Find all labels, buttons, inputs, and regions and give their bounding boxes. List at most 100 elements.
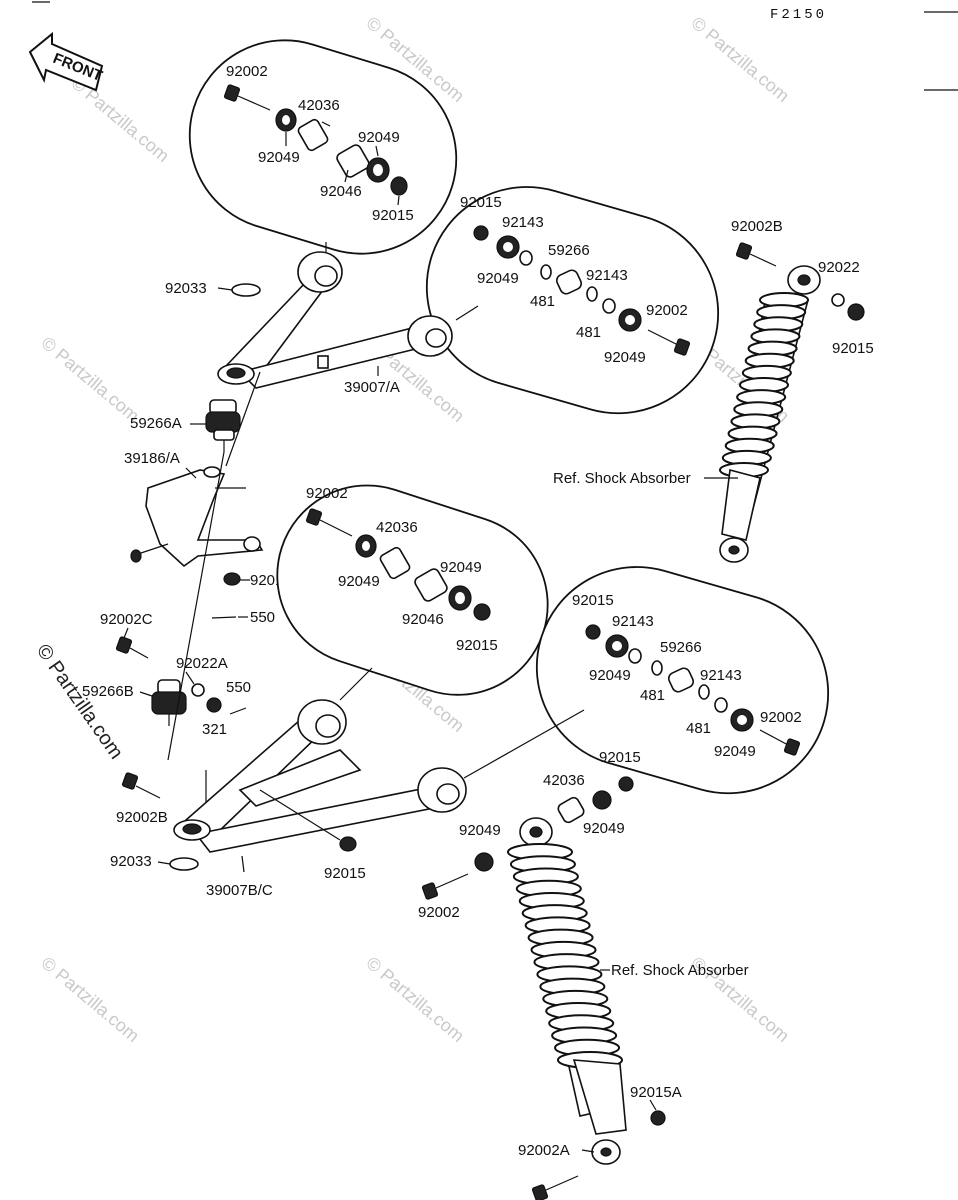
watermark: © Partzilla.com — [37, 333, 143, 426]
nut-icon — [650, 1110, 666, 1126]
nut-icon — [339, 836, 357, 852]
part-label: 92015A — [630, 1084, 682, 1101]
part-label: 92002 — [226, 63, 268, 80]
part-label: 92049 — [459, 822, 501, 839]
circlip-icon — [540, 264, 552, 280]
part-label: 550 — [226, 679, 251, 696]
part-label: 92143 — [586, 267, 628, 284]
cotter-pin-icon — [211, 616, 237, 619]
bolt-icon — [647, 329, 691, 356]
part-label: 92033 — [110, 853, 152, 870]
bolt-icon — [531, 1175, 579, 1200]
part-label: 481 — [640, 687, 665, 704]
part-label: 321 — [202, 721, 227, 738]
part-label: 92049 — [604, 349, 646, 366]
circlip-icon — [586, 286, 598, 302]
nut-icon — [223, 572, 241, 586]
washer-icon — [602, 298, 616, 314]
circlip-icon — [231, 283, 261, 297]
part-label: 92015 — [324, 865, 366, 882]
circlip-icon — [698, 684, 710, 700]
collar-icon — [336, 144, 370, 178]
part-label: 92143 — [700, 667, 742, 684]
steering-knuckle-icon — [130, 466, 264, 568]
part-label: 92015 — [456, 637, 498, 654]
washer-icon — [714, 697, 728, 713]
part-label: 59266 — [548, 242, 590, 259]
nut-icon — [473, 225, 489, 241]
nut-icon — [618, 776, 634, 792]
bolt-icon — [223, 84, 271, 111]
part-label: 92049 — [714, 743, 756, 760]
lower-arm-bushing-group: 92002 42036 92049 92049 92046 92015 — [276, 484, 549, 696]
part-label: 92015 — [460, 194, 502, 211]
part-label: 92015 — [572, 592, 614, 609]
shock-absorber-icon: 92002B 92022 92015 — [719, 218, 874, 563]
circlip-icon — [651, 660, 663, 676]
watermark: © Partzilla.com — [67, 73, 173, 166]
nut-icon — [390, 176, 408, 196]
ref-shock-label: Ref. Shock Absorber — [611, 962, 749, 979]
bolt-icon — [115, 636, 149, 659]
watermark: © Partzilla.com — [37, 953, 143, 1046]
diagram-code: F2150 — [770, 7, 827, 23]
watermark-prominent: © Partzilla.com — [32, 640, 127, 763]
spring-icon — [507, 843, 623, 1069]
washer-icon — [519, 250, 533, 266]
part-label: 92049 — [440, 559, 482, 576]
bolt-icon — [121, 772, 161, 799]
part-label: 92046 — [320, 183, 362, 200]
part-label: 59266B — [82, 683, 134, 700]
part-label: 92046 — [402, 611, 444, 628]
part-label: 92049 — [258, 149, 300, 166]
nut-icon — [206, 697, 222, 713]
ball-joint-icon — [205, 399, 241, 452]
part-label: 92015 — [832, 340, 874, 357]
bolt-icon — [421, 873, 469, 900]
lower-pivot-group: 92015 92143 59266 92143 92049 481 481 92… — [535, 566, 830, 795]
part-label: 92002 — [646, 302, 688, 319]
part-label: 481 — [576, 324, 601, 341]
part-label: 92033 — [165, 280, 207, 297]
part-label: 92002 — [306, 485, 348, 502]
lower-a-arm — [173, 667, 585, 873]
part-label: 59266 — [660, 639, 702, 656]
part-label: 481 — [686, 720, 711, 737]
part-label: 92022 — [818, 259, 860, 276]
part-label: 92015 — [372, 207, 414, 224]
part-label: 92002B — [731, 218, 783, 235]
part-label: 92049 — [338, 573, 380, 590]
washer-icon — [628, 648, 642, 664]
part-label: 92049 — [589, 667, 631, 684]
nut-icon — [473, 603, 491, 621]
part-label: 42036 — [376, 519, 418, 536]
part-label: 92002A — [518, 1142, 570, 1159]
nut-icon — [585, 624, 601, 640]
collar-icon — [414, 568, 448, 602]
part-label: 92015 — [599, 749, 641, 766]
part-label: 550 — [250, 609, 275, 626]
part-label: 92002 — [418, 904, 460, 921]
spring-icon — [719, 292, 809, 478]
part-label: 92143 — [502, 214, 544, 231]
part-label: 42036 — [543, 772, 585, 789]
upper-a-arm — [217, 242, 479, 389]
part-label: 39007B/C — [206, 882, 273, 899]
lower-ball-joint-icon — [151, 679, 187, 726]
part-label: 481 — [530, 293, 555, 310]
front-arrow-icon: FRONT — [28, 31, 105, 92]
upper-pivot-group: 92015 92143 59266 92143 92049 481 481 92… — [425, 186, 720, 415]
collar-icon — [667, 667, 695, 693]
part-label: 92049 — [358, 129, 400, 146]
watermark: © Partzilla.com — [687, 13, 793, 106]
part-label: 92049 — [583, 820, 625, 837]
part-label: 92002 — [760, 709, 802, 726]
part-label: 92002B — [116, 809, 168, 826]
part-label: 39186/A — [124, 450, 180, 467]
sleeve-icon — [557, 796, 585, 824]
watermark: © Partzilla.com — [362, 953, 468, 1046]
part-label: 42036 — [298, 97, 340, 114]
ref-shock-label: Ref. Shock Absorber — [553, 470, 691, 487]
